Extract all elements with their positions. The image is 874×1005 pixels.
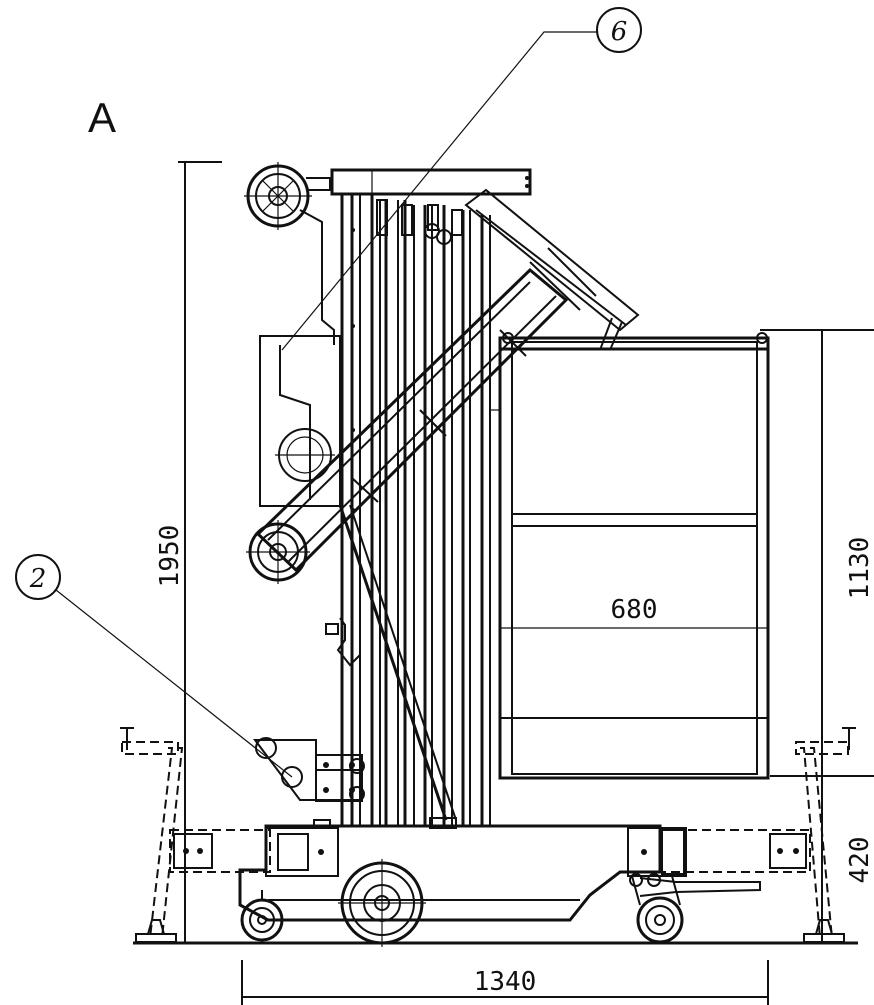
dimension-1950: 1950 [155, 161, 222, 943]
dimension-420: 420 [821, 776, 874, 943]
lift-arm [246, 188, 640, 821]
view-label: A [88, 94, 116, 141]
dim-platform-width: 680 [611, 595, 658, 625]
dimension-1340: 1340 [241, 960, 769, 1005]
callout-2-label: 2 [29, 564, 47, 594]
dim-total-height: 1950 [155, 525, 185, 588]
dim-base-height: 420 [845, 837, 874, 884]
dimension-1130: 1130 [760, 329, 874, 777]
main-wheel [338, 859, 426, 947]
base-chassis [169, 817, 811, 922]
callout-2: 2 [15, 554, 293, 778]
callout-6: 6 [281, 7, 642, 351]
dim-base-length: 1340 [474, 967, 537, 997]
dim-platform-height: 1130 [845, 537, 874, 600]
power-unit [259, 335, 341, 507]
right-stabiliser [795, 727, 856, 943]
front-caster [629, 873, 684, 944]
platform-basket: 680 [490, 332, 770, 780]
handle-bracket [253, 737, 365, 802]
top-pulley [244, 162, 335, 345]
callout-6-label: 6 [611, 17, 628, 47]
rear-caster [240, 890, 284, 942]
left-stabiliser [120, 727, 184, 943]
